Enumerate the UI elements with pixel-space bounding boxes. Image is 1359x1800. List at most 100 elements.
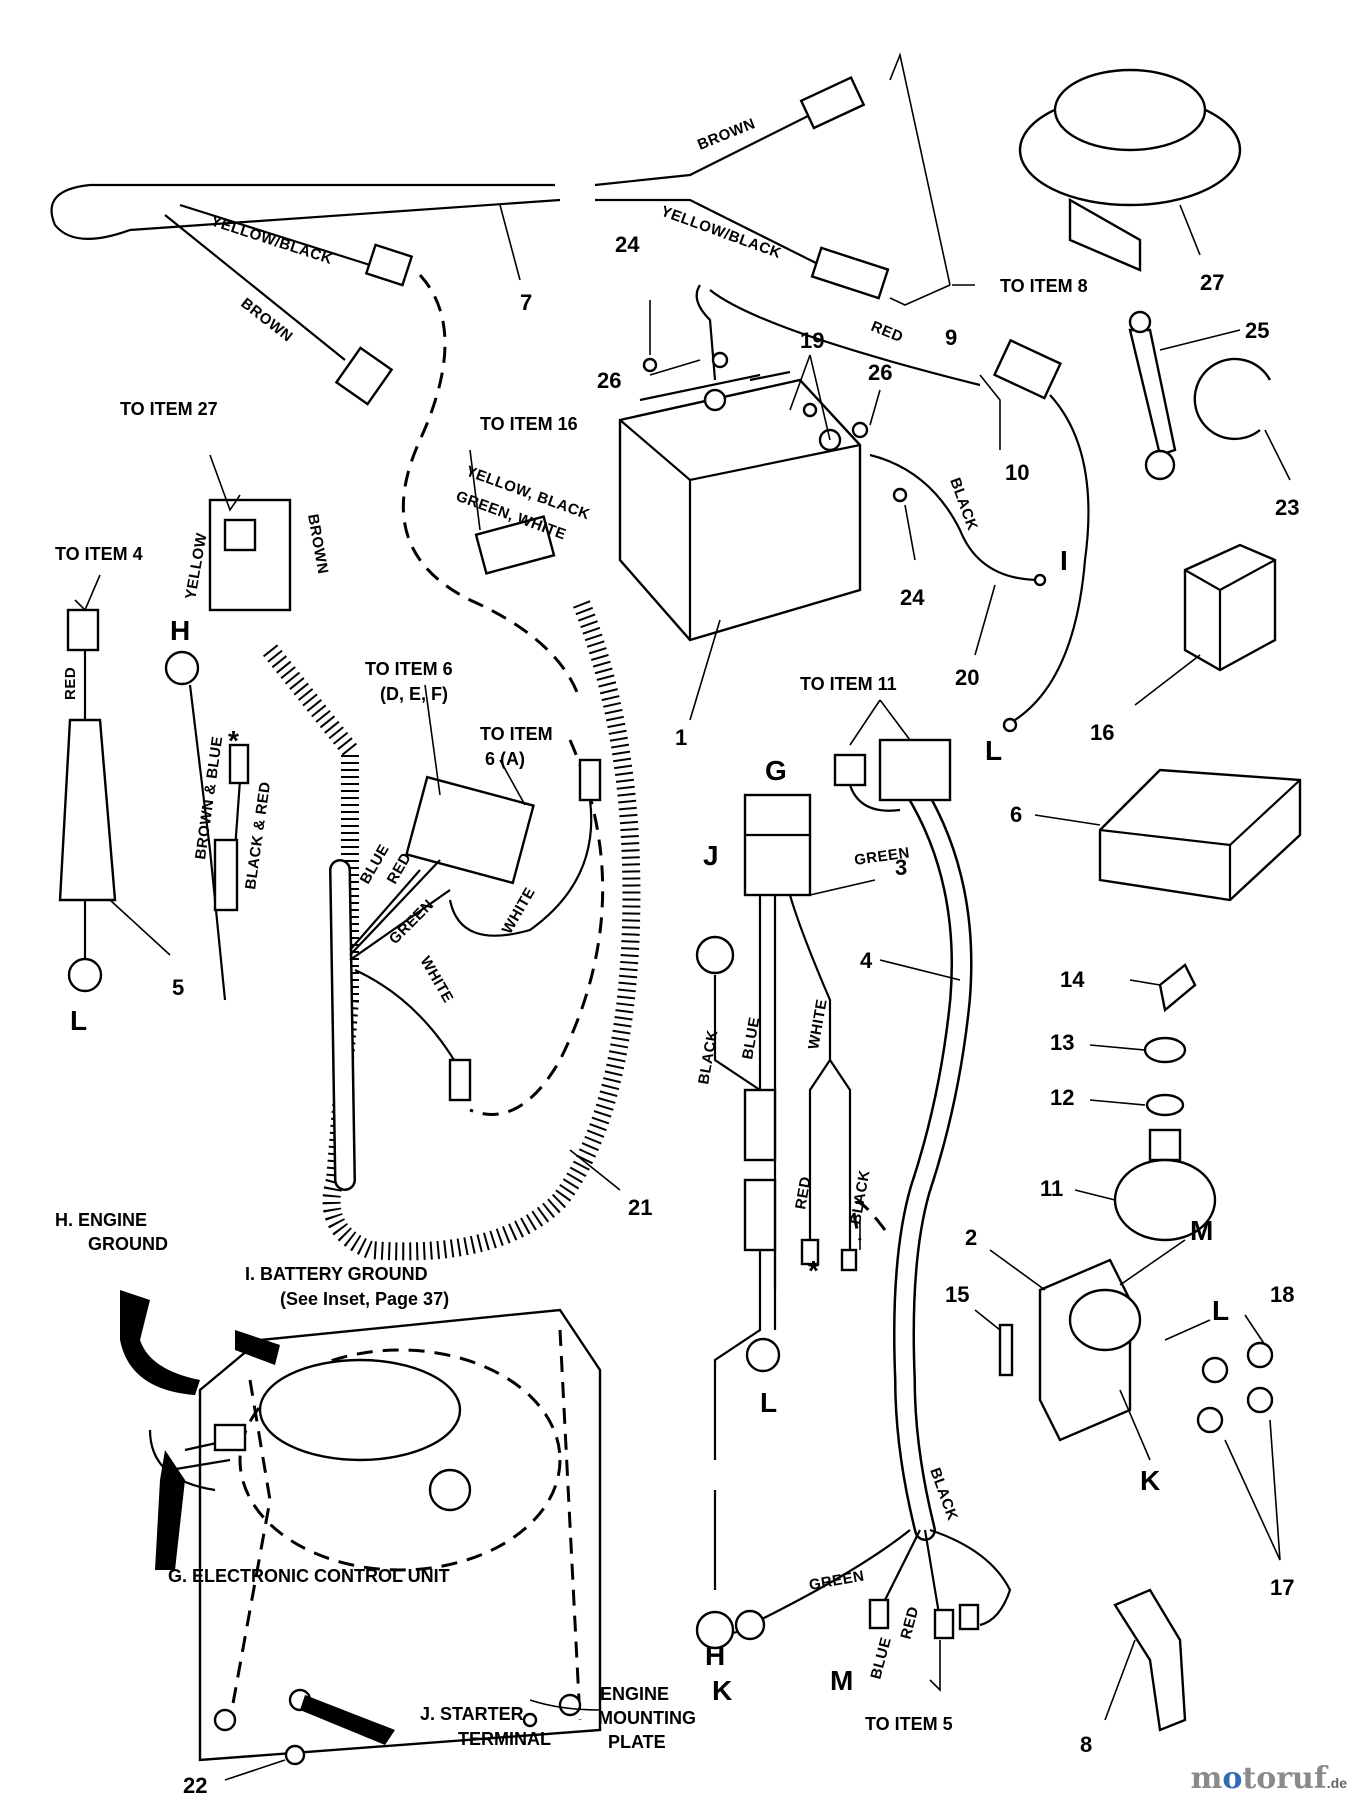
item-number-14: 14 xyxy=(1060,967,1085,992)
part-item-16 xyxy=(1183,543,1277,672)
wire-label-red-3: RED xyxy=(792,1175,815,1211)
letter-K-center: K xyxy=(712,1675,732,1706)
legend-g: G. ELECTRONIC CONTROL UNIT xyxy=(168,1566,450,1586)
item-number-20: 20 xyxy=(955,665,979,690)
part-item-23 xyxy=(1193,357,1272,441)
item-number-10: 10 xyxy=(1005,460,1029,485)
battery-item-1 xyxy=(618,373,862,642)
legend-j-2: TERMINAL xyxy=(458,1729,551,1749)
wire-label-black: BLACK xyxy=(946,476,981,533)
item-number-26-a: 26 xyxy=(597,368,621,393)
part-item-27 xyxy=(1018,68,1242,272)
item-number-16: 16 xyxy=(1090,720,1114,745)
wire-label-brown-27: BROWN xyxy=(304,513,331,576)
callout-to-item-8: TO ITEM 8 xyxy=(1000,276,1088,296)
nut-item-13 xyxy=(1143,1036,1187,1064)
legend-j-1: J. STARTER xyxy=(420,1704,524,1724)
wire-label-green-4: GREEN xyxy=(808,1568,866,1594)
callout-to-item-6-a-2: 6 (A) xyxy=(485,749,525,769)
watermark-part-b: o xyxy=(1222,1761,1243,1796)
watermark-logo: motoruf.de xyxy=(1191,1761,1347,1796)
item-number-25: 25 xyxy=(1245,318,1269,343)
wire-label-brown-2: BROWN xyxy=(238,295,296,346)
main-harness-item-7 xyxy=(50,75,890,406)
key-item-14 xyxy=(1158,963,1197,1013)
item-number-7: 7 xyxy=(520,290,532,315)
item-number-3: 3 xyxy=(895,855,907,880)
bracket-item-8 xyxy=(1113,1588,1187,1732)
item-number-4: 4 xyxy=(860,948,873,973)
letter-L-right: L xyxy=(1212,1295,1229,1326)
callout-to-item-27: TO ITEM 27 xyxy=(120,399,218,419)
wire-label-white-3: WHITE xyxy=(805,998,831,1051)
callout-to-item-4: TO ITEM 4 xyxy=(55,544,143,564)
wire-label-red-4: RED xyxy=(897,1605,922,1641)
legend-h-2: GROUND xyxy=(88,1234,168,1254)
wire-label-blue-4: BLUE xyxy=(867,1635,895,1681)
wire-label-red: RED xyxy=(869,318,906,346)
letter-L-battery: L xyxy=(985,735,1002,766)
item-number-6: 6 xyxy=(1010,802,1022,827)
item-number-5: 5 xyxy=(172,975,184,1000)
connector-item-3 xyxy=(743,793,812,897)
item-number-18: 18 xyxy=(1270,1282,1294,1307)
letter-K-right: K xyxy=(1140,1465,1160,1496)
connector-to-item-27 xyxy=(208,498,292,612)
fuse-holder-item-5 xyxy=(58,608,117,993)
star-marker-left: * xyxy=(228,725,239,756)
part-item-6 xyxy=(1098,768,1302,902)
legend-i-2: (See Inset, Page 37) xyxy=(280,1289,449,1309)
item-number-17: 17 xyxy=(1270,1575,1294,1600)
item-number-1: 1 xyxy=(675,725,687,750)
callout-to-item-6-def-2: (D, E, F) xyxy=(380,684,448,704)
wire-label-brown: BROWN xyxy=(695,115,758,154)
item-number-8: 8 xyxy=(1080,1732,1092,1757)
mount-bracket-item-2 xyxy=(1038,1258,1142,1442)
letter-G: G xyxy=(765,755,787,786)
letter-J: J xyxy=(703,840,719,871)
item-number-22: 22 xyxy=(183,1773,207,1798)
letter-L-left: L xyxy=(70,1005,87,1036)
item-number-21: 21 xyxy=(628,1195,652,1220)
part-item-25 xyxy=(1128,310,1177,481)
wire-label-yellow: YELLOW xyxy=(182,531,210,600)
callout-to-item-6-def-1: TO ITEM 6 xyxy=(365,659,453,679)
connector-to-item-11 xyxy=(878,738,952,802)
wire-label-yellow-black: YELLOW/BLACK xyxy=(659,203,784,262)
item-number-24-b: 24 xyxy=(900,585,925,610)
wire-label-red-5: RED xyxy=(62,667,79,700)
wire-label-white-21: WHITE xyxy=(417,954,457,1007)
callout-to-item-16: TO ITEM 16 xyxy=(480,414,578,434)
callout-to-item-5: TO ITEM 5 xyxy=(865,1714,953,1734)
letter-M-right: M xyxy=(1190,1215,1213,1246)
wire-label-black-red: BLACK & RED xyxy=(242,780,274,890)
item-number-27: 27 xyxy=(1200,270,1224,295)
screw-item-15 xyxy=(998,1323,1014,1377)
legend-h-1: H. ENGINE xyxy=(55,1210,147,1230)
item-number-15: 15 xyxy=(945,1282,969,1307)
legend-plate-1: ENGINE xyxy=(600,1684,669,1704)
item-number-11: 11 xyxy=(1040,1176,1063,1201)
item-number-9: 9 xyxy=(945,325,957,350)
letter-M-bottom: M xyxy=(830,1665,853,1696)
washer-item-12 xyxy=(1145,1093,1185,1117)
letter-I: I xyxy=(1060,545,1068,576)
wire-label-green-21: GREEN xyxy=(386,896,438,948)
item-number-12: 12 xyxy=(1050,1085,1074,1110)
legend-i-1: I. BATTERY GROUND xyxy=(245,1264,428,1284)
item-number-13: 13 xyxy=(1050,1030,1074,1055)
legend-plate-2: MOUNTING xyxy=(598,1708,696,1728)
callout-to-item-11: TO ITEM 11 xyxy=(800,674,897,694)
watermark-part-d: .de xyxy=(1326,1775,1347,1791)
item-number-19: 19 xyxy=(800,328,824,353)
wire-label-black-3: BLACK xyxy=(847,1169,873,1226)
star-marker-center: * xyxy=(808,1255,819,1286)
ignition-switch-item-11 xyxy=(1113,1128,1217,1242)
letter-H-left: H xyxy=(170,615,190,646)
wire-label-black-j: BLACK xyxy=(695,1029,721,1086)
item-number-23: 23 xyxy=(1275,495,1299,520)
watermark-part-a: m xyxy=(1190,1761,1223,1796)
item-number-2: 2 xyxy=(965,1225,977,1250)
legend-plate-3: PLATE xyxy=(608,1732,666,1752)
watermark-part-c: toruf xyxy=(1242,1761,1327,1796)
